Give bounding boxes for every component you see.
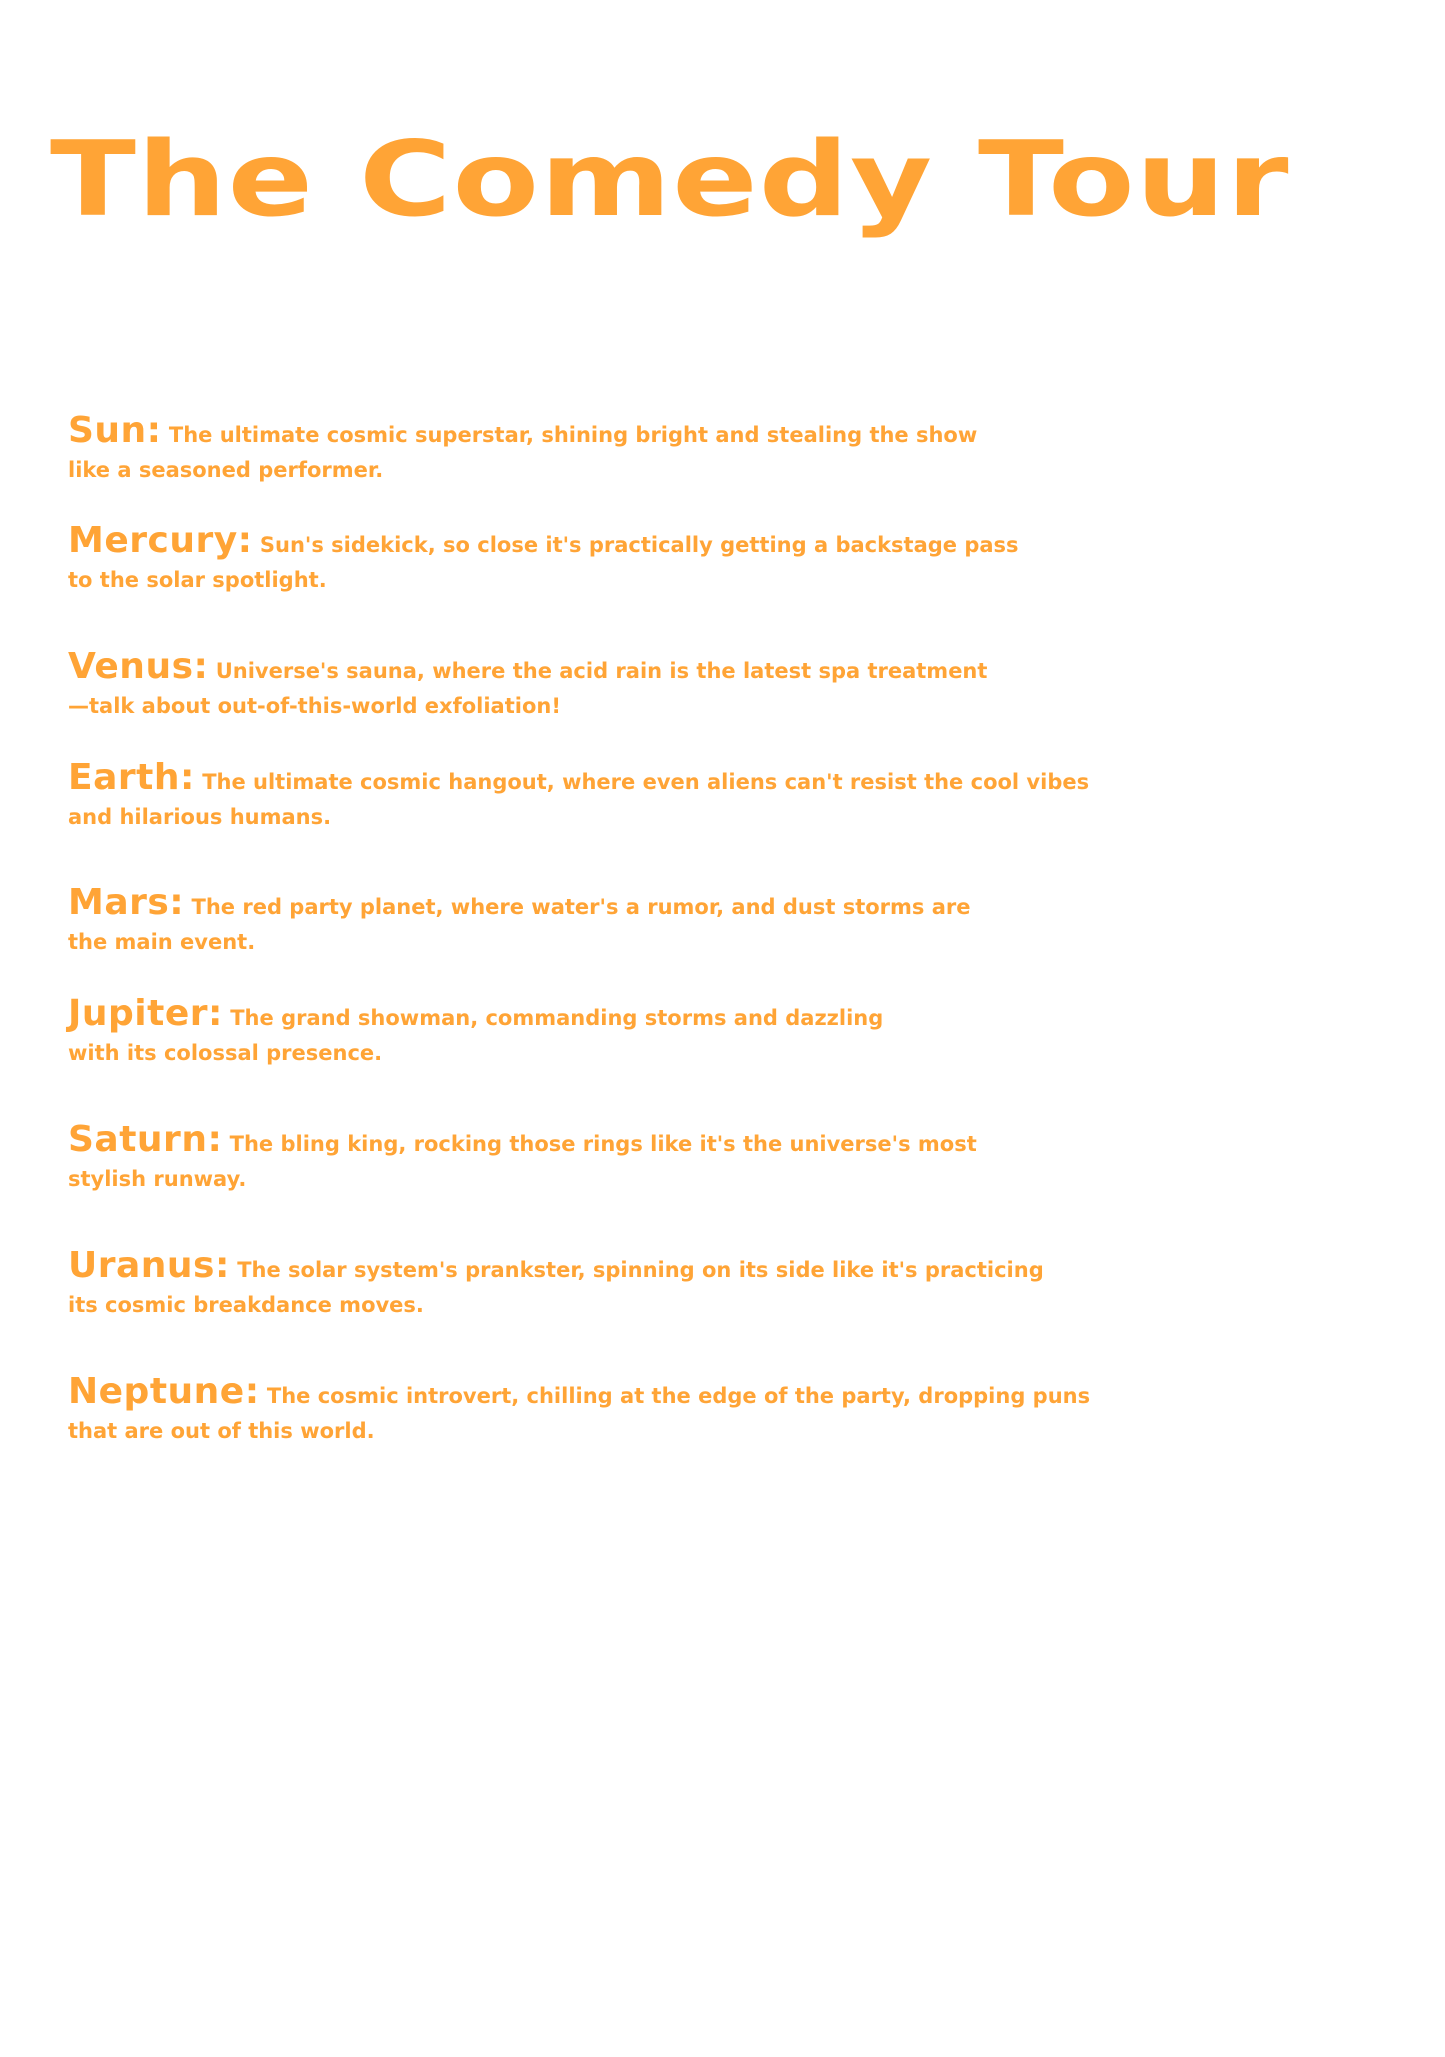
entry-neptune: Neptune: The cosmic introvert, chilling …: [68, 1373, 1388, 1447]
entry-name: Mars:: [68, 882, 185, 923]
entry-earth: Earth: The ultimate cosmic hangout, wher…: [68, 759, 1388, 833]
entry-text: The bling king, rocking those rings like…: [229, 1132, 977, 1156]
entry-name: Jupiter:: [68, 993, 223, 1034]
entry-saturn: Saturn: The bling king, rocking those ri…: [68, 1121, 1388, 1195]
entry-mercury: Mercury: Sun's sidekick, so close it's p…: [68, 522, 1388, 596]
entry-line-2: stylish runway.: [68, 1167, 247, 1191]
entry-line-1: Saturn: The bling king, rocking those ri…: [68, 1121, 1388, 1163]
entry-line-1: Jupiter: The grand showman, commanding s…: [68, 995, 1388, 1037]
entry-name: Mercury:: [68, 520, 253, 561]
entry-name: Sun:: [68, 410, 162, 451]
entry-text: Universe's sauna, where the acid rain is…: [215, 659, 988, 683]
entry-text: The ultimate cosmic hangout, where even …: [202, 770, 1090, 794]
entry-venus: Venus: Universe's sauna, where the acid …: [68, 648, 1388, 722]
entry-text: The cosmic introvert, chilling at the ed…: [266, 1384, 1091, 1408]
entry-line-2: with its colossal presence.: [68, 1041, 383, 1065]
entry-text: The ultimate cosmic superstar, shining b…: [168, 423, 978, 447]
entry-name: Venus:: [68, 646, 209, 687]
entry-line-2: the main event.: [68, 930, 256, 954]
entry-line-2: its cosmic breakdance moves.: [68, 1293, 424, 1317]
entry-uranus: Uranus: The solar system's prankster, sp…: [68, 1247, 1388, 1321]
entry-mars: Mars: The red party planet, where water'…: [68, 884, 1388, 958]
entry-name: Uranus:: [68, 1245, 230, 1286]
entry-line-1: Mars: The red party planet, where water'…: [68, 884, 1388, 926]
entry-text: The grand showman, commanding storms and…: [230, 1006, 884, 1030]
entry-name: Neptune:: [68, 1371, 260, 1412]
entry-text: Sun's sidekick, so close it's practicall…: [259, 533, 1019, 557]
page-title: The Comedy Tour: [50, 118, 1290, 240]
entry-text: The red party planet, where water's a ru…: [191, 895, 971, 919]
entry-line-2: like a seasoned performer.: [68, 458, 384, 482]
entry-sun: Sun: The ultimate cosmic superstar, shin…: [68, 412, 1388, 486]
entry-text: The solar system's prankster, spinning o…: [237, 1258, 1044, 1282]
entry-line-2: that are out of this world.: [68, 1419, 375, 1443]
entry-line-2: —talk about out-of-this-world exfoliatio…: [68, 694, 561, 718]
entry-line-2: and hilarious humans.: [68, 805, 332, 829]
entry-jupiter: Jupiter: The grand showman, commanding s…: [68, 995, 1388, 1069]
entry-line-1: Sun: The ultimate cosmic superstar, shin…: [68, 412, 1388, 454]
entry-line-1: Venus: Universe's sauna, where the acid …: [68, 648, 1388, 690]
entry-line-1: Earth: The ultimate cosmic hangout, wher…: [68, 759, 1388, 801]
entry-line-1: Uranus: The solar system's prankster, sp…: [68, 1247, 1388, 1289]
entry-name: Saturn:: [68, 1119, 223, 1160]
entry-line-1: Mercury: Sun's sidekick, so close it's p…: [68, 522, 1388, 564]
entry-line-2: to the solar spotlight.: [68, 568, 327, 592]
entry-name: Earth:: [68, 757, 195, 798]
entry-line-1: Neptune: The cosmic introvert, chilling …: [68, 1373, 1388, 1415]
